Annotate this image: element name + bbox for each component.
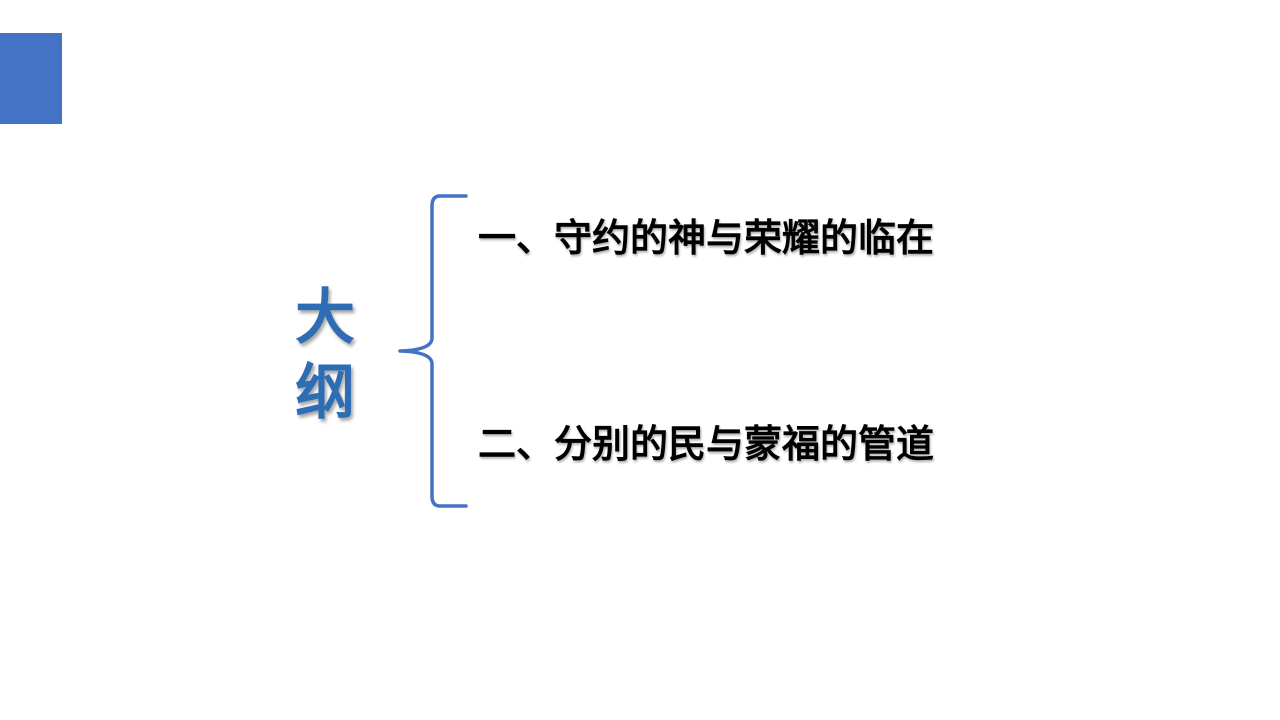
- curly-brace-bracket: [398, 194, 468, 508]
- outline-title-char-1: 大: [295, 283, 355, 353]
- outline-title-char-2: 纲: [295, 358, 355, 428]
- corner-accent-block: [0, 33, 62, 124]
- outline-item-1: 一、守约的神与荣耀的临在: [478, 216, 935, 260]
- outline-item-2: 二、分别的民与蒙福的管道: [478, 422, 935, 466]
